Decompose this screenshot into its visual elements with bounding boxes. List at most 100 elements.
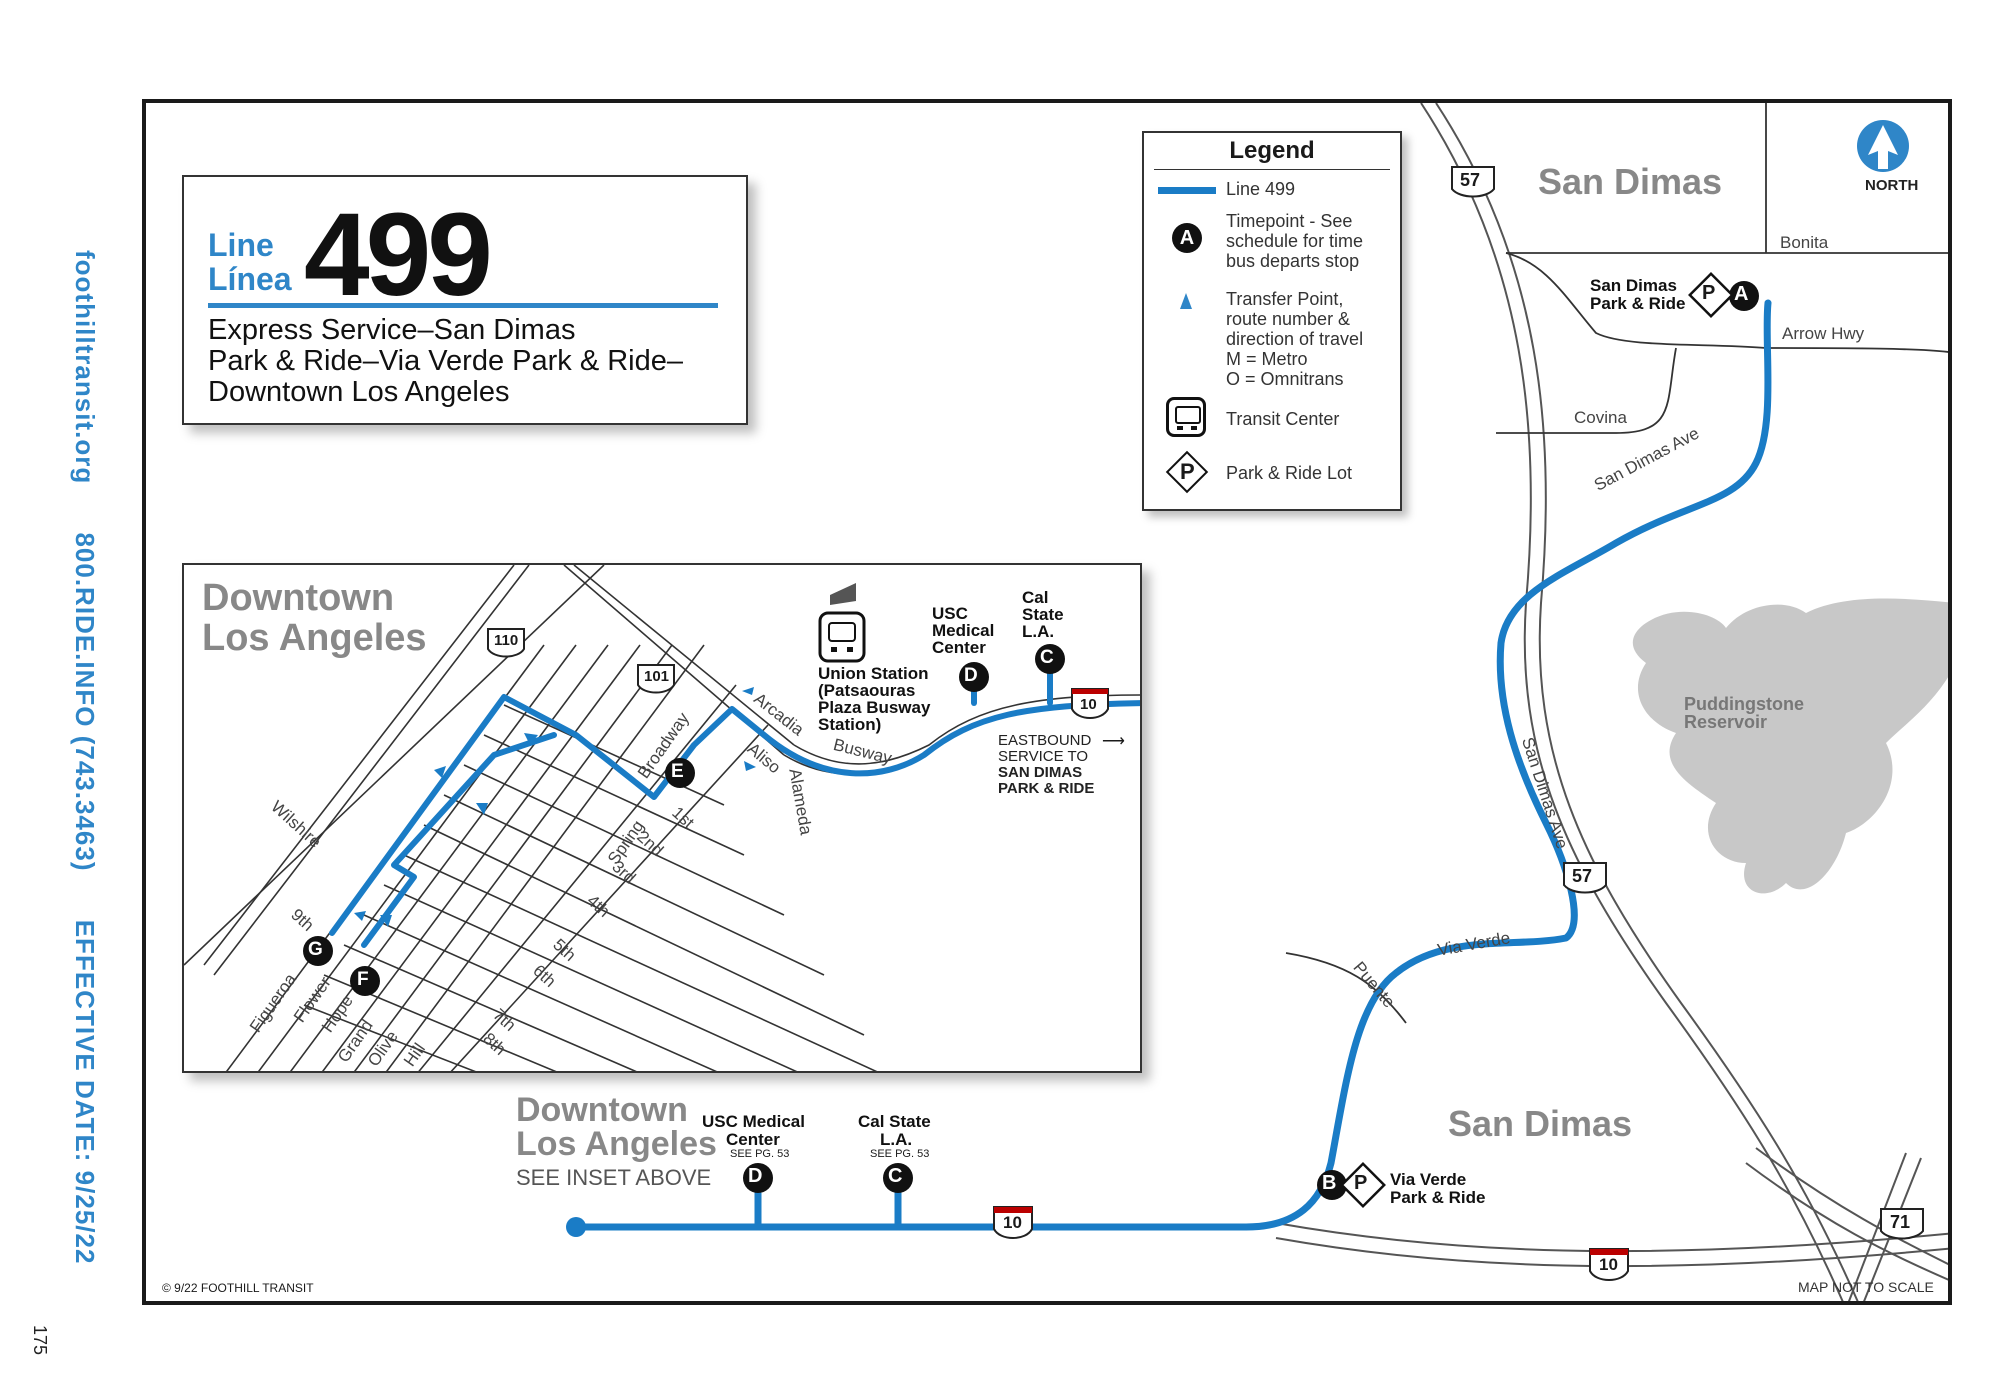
inset-usc-label-2: Medical xyxy=(932,621,995,640)
usc-see-page: SEE PG. 53 xyxy=(730,1148,790,1160)
inset-cal-label-1: Cal xyxy=(1022,588,1049,607)
eastbound-note-2: SERVICE TO xyxy=(998,748,1089,765)
street-covina: Covina xyxy=(1574,408,1627,427)
reservoir-label-2: Reservoir xyxy=(1684,712,1768,732)
inset-timepoint-f-letter: F xyxy=(357,969,369,990)
timepoint-c-letter: C xyxy=(888,1165,903,1187)
title-box: Line Línea 499 Express Service–San Dimas… xyxy=(182,175,748,425)
inset-timepoint-e-letter: E xyxy=(671,761,684,782)
legend: Legend Line 499 A Timepoint - See schedu… xyxy=(1142,131,1402,511)
via-verde-pr-label-2: Park & Ride xyxy=(1390,1188,1486,1207)
copyright: © 9/22 FOOTHILL TRANSIT xyxy=(162,1281,314,1295)
highway-10-inset-shield xyxy=(1071,688,1109,719)
route-terminus-dot xyxy=(566,1217,586,1237)
csula-main-label-1: Cal State xyxy=(858,1112,931,1131)
usc-main-label-1: USC Medical xyxy=(702,1112,805,1131)
timepoint-d-icon xyxy=(743,1163,773,1193)
page-number: 175 xyxy=(30,1325,50,1356)
inset-timepoint-g-icon xyxy=(303,936,333,966)
main-map xyxy=(566,103,1948,1301)
highway-57-bottom-label: 57 xyxy=(1572,866,1593,886)
highway-71-label: 71 xyxy=(1890,1212,1911,1232)
title-rule xyxy=(208,303,718,308)
legend-transit-center-label: Transit Center xyxy=(1226,409,1340,429)
highway-110-shield xyxy=(487,628,525,658)
area-downtown-main-2: Los Angeles xyxy=(516,1125,717,1163)
reservoir-shape xyxy=(1632,598,1948,894)
eastbound-note-4: PARK & RIDE xyxy=(998,780,1095,797)
park-ride-via-verde-icon xyxy=(1340,1162,1386,1208)
line-label-en: Line xyxy=(208,227,274,263)
highway-110-label: 110 xyxy=(494,632,519,649)
timepoint-c-icon xyxy=(883,1163,913,1193)
north-arrow-icon xyxy=(1857,120,1909,172)
timepoint-d-letter: D xyxy=(748,1165,763,1187)
legend-transit-center-icon xyxy=(1166,397,1206,437)
inset-usc-label-1: USC xyxy=(932,604,968,623)
inset-title-1: Downtown xyxy=(202,577,395,619)
highway-10-label-b: 10 xyxy=(1599,1255,1618,1274)
highway-57-shield-top xyxy=(1451,166,1495,198)
street-arrow-hwy: Arrow Hwy xyxy=(1782,324,1865,343)
sidebar-contact: foothilltransit.org 800.RIDE.INFO (743.3… xyxy=(68,250,108,1264)
park-ride-letter-a: P xyxy=(1702,282,1716,304)
highway-101-shield xyxy=(637,664,675,694)
timepoint-b-icon xyxy=(1317,1170,1347,1200)
route-number: 499 xyxy=(304,189,493,321)
inset-cal-label-2: State xyxy=(1022,605,1064,624)
timepoint-a-letter: A xyxy=(1734,283,1749,305)
legend-title: Legend xyxy=(1229,137,1315,164)
san-dimas-pr-label-1: San Dimas xyxy=(1590,276,1677,295)
route-description: Express Service–San Dimas Park & Ride–Vi… xyxy=(208,314,684,408)
union-station-label-4: Station) xyxy=(818,715,882,734)
legend-line-swatch xyxy=(1158,187,1216,194)
not-to-scale: MAP NOT TO SCALE xyxy=(1798,1279,1934,1295)
csula-see-page: SEE PG. 53 xyxy=(870,1148,930,1160)
route-line-main xyxy=(580,299,1772,1231)
highway-10-inset-label: 10 xyxy=(1080,696,1097,713)
timepoint-b-letter: B xyxy=(1322,1172,1337,1194)
inset-timepoint-d-letter: D xyxy=(964,665,978,686)
direction-arrows xyxy=(354,687,756,927)
union-station-label-2: (Patsaouras xyxy=(818,681,916,700)
area-san-dimas-top: San Dimas xyxy=(1538,161,1723,202)
inset-title-2: Los Angeles xyxy=(202,617,427,659)
timepoint-a-icon xyxy=(1729,281,1759,311)
inset-timepoint-c-icon xyxy=(1035,644,1065,674)
inset-timepoint-g-letter: G xyxy=(308,939,323,960)
area-san-dimas-bottom: San Dimas xyxy=(1448,1103,1633,1144)
website-link[interactable]: foothilltransit.org xyxy=(70,250,100,485)
legend-transfer-icon xyxy=(1180,293,1192,309)
inset-usc-label-3: Center xyxy=(932,638,986,657)
highway-10-shield-a xyxy=(993,1206,1033,1239)
legend-timepoint-icon: A xyxy=(1172,223,1202,253)
park-ride-san-dimas-icon xyxy=(1688,272,1734,318)
park-ride-letter-b: P xyxy=(1354,1172,1368,1194)
inset-timepoint-c-letter: C xyxy=(1040,647,1054,668)
reservoir-label-1: Puddingstone xyxy=(1684,694,1804,714)
csula-main-label-2: L.A. xyxy=(880,1130,913,1149)
highway-10-label-a: 10 xyxy=(1003,1213,1022,1232)
usc-main-label-2: Center xyxy=(726,1130,780,1149)
eastbound-arrow-icon: ⟶ xyxy=(1102,733,1125,750)
union-station-label-3: Plaza Busway xyxy=(818,698,931,717)
highway-57-shield-bottom xyxy=(1563,862,1607,894)
highway-57-top-label: 57 xyxy=(1460,170,1481,190)
inset-timepoint-d-icon xyxy=(959,662,989,692)
north-label: NORTH xyxy=(1865,177,1919,194)
effective-date: EFFECTIVE DATE: 9/25/22 xyxy=(70,919,100,1265)
inset-timepoint-e-icon xyxy=(665,758,695,788)
highway-71-shield xyxy=(1880,1208,1924,1240)
eastbound-note-1: EASTBOUND xyxy=(998,732,1092,749)
inset-timepoint-f-icon xyxy=(350,966,380,996)
phone-number[interactable]: 800.RIDE.INFO (743.3463) xyxy=(70,532,100,872)
highway-10-shield-b xyxy=(1589,1248,1629,1281)
legend-park-ride-label: Park & Ride Lot xyxy=(1226,463,1353,483)
union-station-label-1: Union Station xyxy=(818,664,929,683)
line-label-es: Línea xyxy=(208,261,292,297)
downtown-inset-map: Downtown Los Angeles 110 101 10 C D E F … xyxy=(182,563,1142,1073)
legend-park-ride-letter: P xyxy=(1180,459,1195,484)
area-downtown-main-1: Downtown xyxy=(516,1091,688,1129)
highway-101-label: 101 xyxy=(644,668,670,685)
map-frame: A B C D P P NORTH San Dimas San Dimas Do… xyxy=(142,99,1952,1305)
